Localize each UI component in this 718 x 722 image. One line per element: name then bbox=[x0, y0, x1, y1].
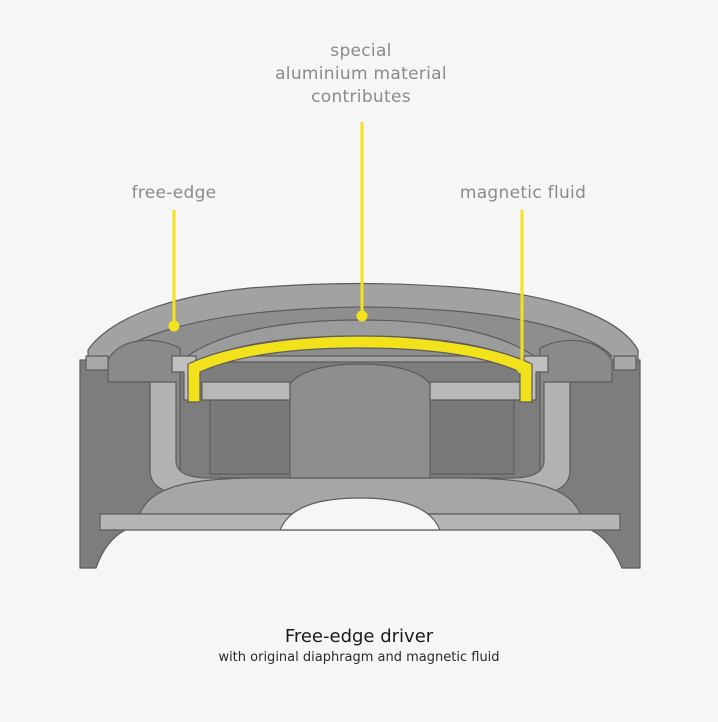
left-top-plate bbox=[201, 381, 291, 401]
right-step bbox=[613, 355, 637, 371]
left-magnet bbox=[209, 399, 297, 475]
caption-subtitle: with original diaphragm and magnetic flu… bbox=[218, 650, 500, 665]
magnetic-fluid-ring bbox=[187, 335, 533, 403]
caption-title: Free-edge driver bbox=[284, 626, 434, 647]
aluminium-label-line-3: contributes bbox=[311, 87, 411, 107]
aluminium-label-line-2: aluminium material bbox=[275, 64, 447, 84]
leader-free-edge-dot bbox=[168, 320, 180, 332]
aluminium-label-line-1: special bbox=[330, 41, 392, 61]
leader-aluminium-dot bbox=[356, 310, 368, 322]
free-edge-label: free-edge bbox=[131, 183, 217, 203]
bottom-arch bbox=[279, 497, 441, 531]
left-step bbox=[85, 355, 109, 371]
right-magnet bbox=[427, 399, 515, 475]
lower-plate bbox=[139, 477, 581, 515]
aluminium-material-label: special aluminium material contributes bbox=[236, 40, 486, 109]
center-pole bbox=[289, 363, 431, 479]
right-top-plate bbox=[429, 381, 521, 401]
leader-magnetic-fluid-dot bbox=[516, 362, 528, 374]
magnetic-fluid-label: magnetic fluid bbox=[459, 183, 587, 203]
